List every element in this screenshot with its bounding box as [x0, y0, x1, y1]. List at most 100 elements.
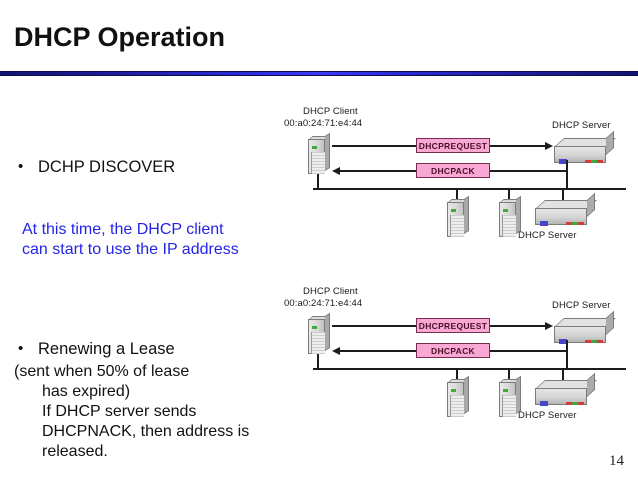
bullet-label: DCHP DISCOVER [38, 158, 176, 176]
pc-power-led-icon [312, 146, 317, 149]
host-pc-icon-2 [499, 195, 521, 237]
arrow-line-request-right [490, 145, 546, 147]
diagram-label-client-mac: 00:a0:24:71:e4:44 [284, 298, 363, 309]
network-diagram-bottom: DHCP Client 00:a0:24:71:e4:44 DHCP Serve… [284, 286, 634, 431]
router-front-face [535, 388, 587, 406]
router-port-leds-icon [585, 160, 603, 163]
note-dhcpnack: If DHCP server sends DHCPNACK, then addr… [42, 403, 250, 461]
router-status-led-icon [540, 401, 548, 406]
diagram-label-client: DHCP Client [303, 286, 358, 297]
arrow-line-request-left [332, 325, 416, 327]
pc-front-face [308, 319, 325, 354]
arrow-head-ack-left-icon [332, 347, 340, 355]
pc-front-face [499, 382, 516, 417]
arrow-line-request-left [332, 145, 416, 147]
diagram-label-server-right: DHCP Server [552, 300, 611, 311]
router-port-leds-icon [585, 340, 603, 343]
network-bus-line [313, 368, 626, 370]
pc-side-face [516, 195, 521, 234]
pc-drive-bays [502, 215, 516, 237]
bus-drop-server-right [566, 160, 568, 190]
note-sent-when-line1: (sent when 50% of lease [14, 363, 190, 380]
message-box-dhcpack: DHCPACK [416, 343, 490, 358]
host-pc-icon-1 [447, 195, 469, 237]
pc-drive-bays [502, 395, 516, 417]
router-side-face [606, 310, 614, 335]
pc-power-led-icon [451, 209, 456, 212]
message-box-dhcpack: DHCPACK [416, 163, 490, 178]
pc-front-face [447, 202, 464, 237]
diagram-label-client: DHCP Client [303, 106, 358, 117]
server-router-icon-right [554, 130, 616, 166]
message-box-dhcprequest: DHCPREQUEST [416, 138, 490, 153]
pc-power-led-icon [503, 389, 508, 392]
diagram-label-client-mac: 00:a0:24:71:e4:44 [284, 118, 363, 129]
arrow-line-request-right [490, 325, 546, 327]
router-port-leds-icon [566, 222, 584, 225]
bullet-item-renewing-lease: • Renewing a Lease [18, 340, 175, 360]
router-front-face [554, 326, 606, 344]
pc-side-face [464, 375, 469, 414]
server-router-icon-right [554, 310, 616, 346]
router-status-led-icon [540, 221, 548, 226]
bus-drop-server-bottom [562, 188, 564, 202]
server-router-icon-bottom [535, 192, 597, 228]
host-pc-icon-2 [499, 375, 521, 417]
arrow-line-ack-right [490, 350, 566, 352]
pc-front-face [499, 202, 516, 237]
pc-drive-bays [450, 395, 464, 417]
note-lease-start: At this time, the DHCP client can start … [22, 221, 239, 259]
bus-drop-host-2 [508, 188, 510, 202]
network-diagram-top: DHCP Client 00:a0:24:71:e4:44 DHCP Serve… [284, 106, 634, 251]
bullet-marker-icon: • [18, 340, 24, 357]
network-bus-line [313, 188, 626, 190]
bus-drop-host-1 [456, 188, 458, 202]
slide-page-number: 14 [609, 453, 624, 469]
arrow-line-ack-right [490, 170, 566, 172]
arrow-head-request-right-icon [545, 322, 553, 330]
server-router-icon-bottom [535, 372, 597, 408]
pc-side-face [516, 375, 521, 414]
diagram-label-server-right: DHCP Server [552, 120, 611, 131]
pc-power-led-icon [503, 209, 508, 212]
pc-side-face [464, 195, 469, 234]
diagram-label-server-bottom: DHCP Server [518, 410, 577, 421]
pc-drive-bays [311, 332, 325, 354]
bus-drop-server-bottom [562, 368, 564, 382]
bullet-label: Renewing a Lease [38, 340, 175, 358]
bus-drop-client [317, 174, 319, 190]
router-side-face [606, 130, 614, 155]
router-port-leds-icon [566, 402, 584, 405]
diagram-label-server-bottom: DHCP Server [518, 230, 577, 241]
bus-drop-server-right [566, 340, 568, 370]
pc-drive-bays [450, 215, 464, 237]
host-pc-icon-1 [447, 375, 469, 417]
pc-side-face [325, 132, 330, 171]
router-front-face [535, 208, 587, 226]
bullet-item-dhcp-discover: • DCHP DISCOVER [18, 158, 175, 178]
client-pc-icon [308, 132, 330, 174]
arrow-head-request-right-icon [545, 142, 553, 150]
arrow-line-ack-left [340, 170, 416, 172]
router-side-face [587, 192, 595, 217]
title-divider-rule [0, 71, 638, 76]
router-side-face [587, 372, 595, 397]
bullet-marker-icon: • [18, 158, 24, 175]
client-pc-icon [308, 312, 330, 354]
note-sent-when-line2: has expired) [42, 383, 131, 401]
pc-power-led-icon [451, 389, 456, 392]
bus-drop-host-2 [508, 368, 510, 382]
router-status-led-icon [559, 339, 567, 344]
router-front-face [554, 146, 606, 164]
pc-front-face [447, 382, 464, 417]
message-box-dhcprequest: DHCPREQUEST [416, 318, 490, 333]
pc-drive-bays [311, 152, 325, 174]
router-status-led-icon [559, 159, 567, 164]
note-sent-when: (sent when 50% of lease has expired) [14, 362, 264, 402]
bus-drop-host-1 [456, 368, 458, 382]
pc-power-led-icon [312, 326, 317, 329]
page-title: DHCP Operation [14, 22, 226, 52]
bus-drop-client [317, 354, 319, 370]
pc-side-face [325, 312, 330, 351]
arrow-line-ack-left [340, 350, 416, 352]
